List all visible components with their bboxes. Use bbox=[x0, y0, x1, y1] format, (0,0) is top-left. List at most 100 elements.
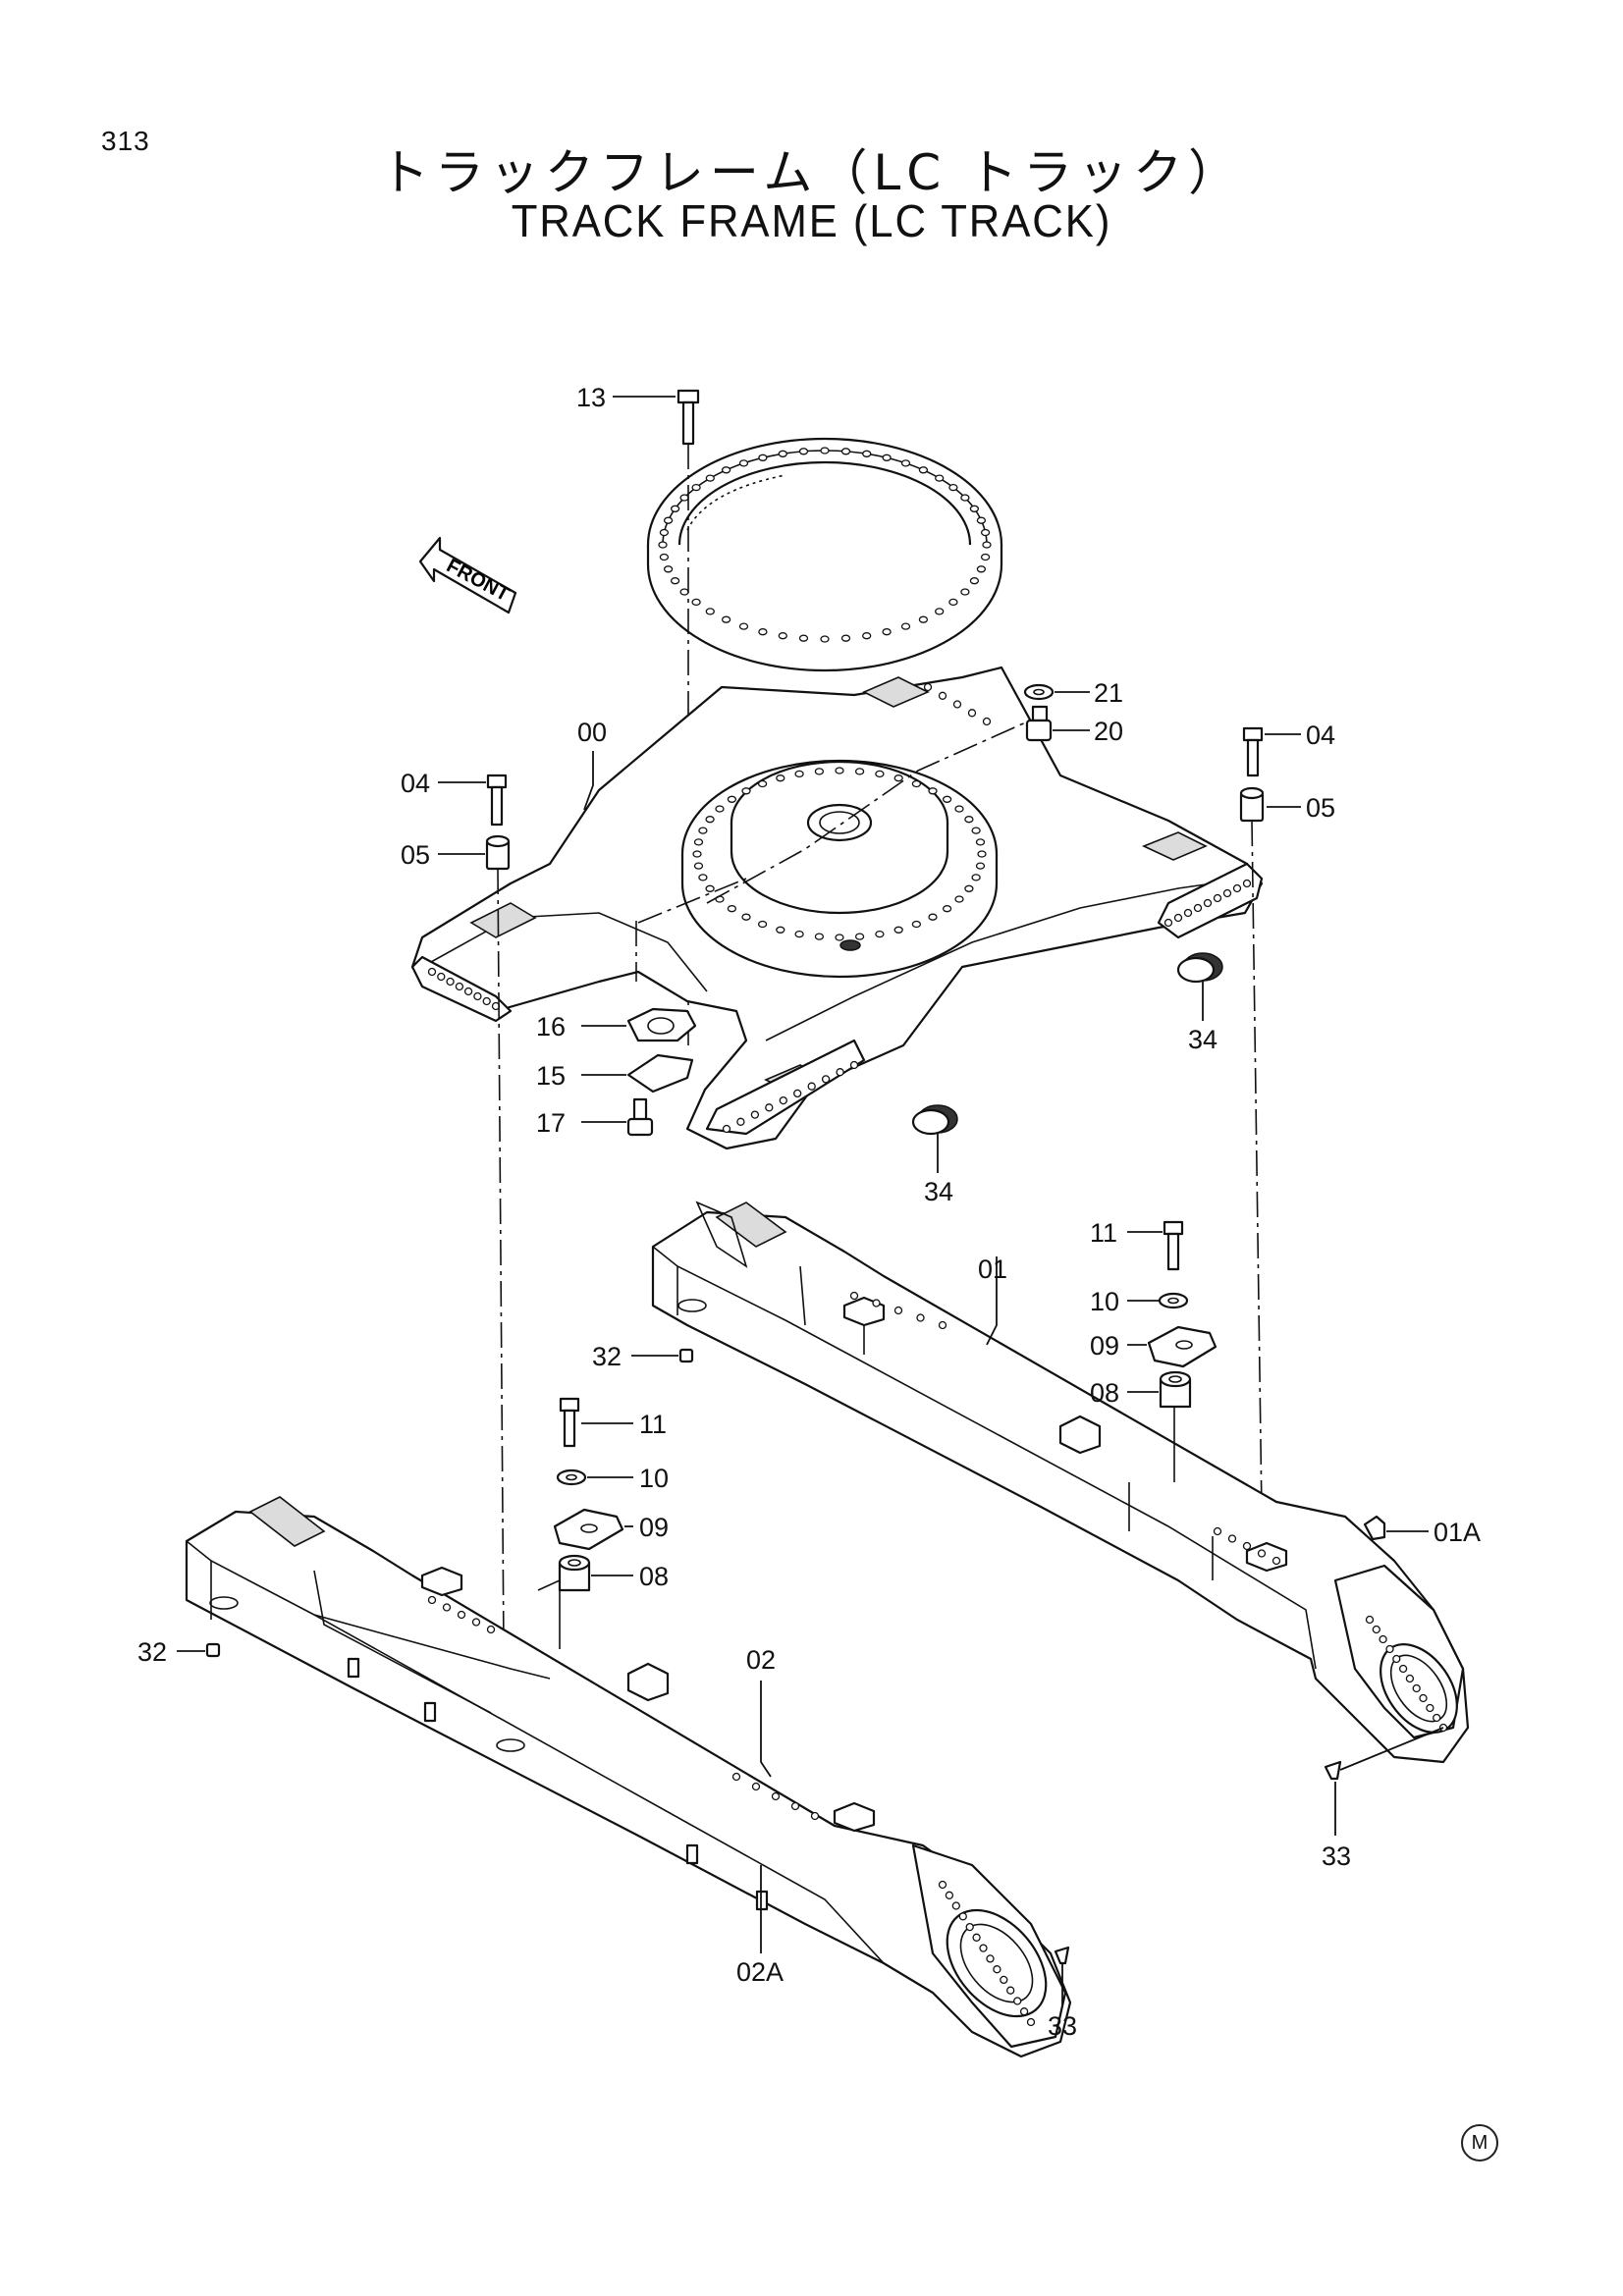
frame-hole bbox=[836, 1068, 844, 1077]
ring-bolt-hole bbox=[982, 541, 992, 549]
ring-bolt-hole bbox=[738, 622, 749, 630]
bolt-04-left bbox=[486, 774, 508, 827]
circle-bolt-hole bbox=[814, 933, 825, 940]
circle-bolt-hole bbox=[928, 787, 938, 795]
track-plate-hole bbox=[916, 1313, 925, 1322]
ring-bolt-hole bbox=[935, 608, 945, 615]
centerline-right bbox=[1251, 820, 1263, 1513]
circle-bolt-hole bbox=[954, 895, 964, 903]
title-english: TRACK FRAME (LC TRACK) bbox=[511, 195, 1112, 246]
track-plate-hole bbox=[872, 1299, 881, 1308]
ring-bolt-hole bbox=[721, 615, 731, 623]
ring-bolt-hole bbox=[882, 454, 892, 461]
circle-bolt-hole bbox=[971, 827, 981, 834]
track-plate-hole bbox=[810, 1811, 820, 1821]
front-arrow-icon: FRONT bbox=[418, 536, 517, 614]
track-plate-hole bbox=[771, 1791, 781, 1801]
circle-bolt-hole bbox=[942, 795, 952, 803]
track-plate-hole bbox=[1213, 1526, 1222, 1536]
track-roller-hole bbox=[1379, 1634, 1387, 1644]
callout-11-left: 11 bbox=[639, 1410, 667, 1439]
frame-hole bbox=[1193, 903, 1203, 913]
track-roller-hole bbox=[986, 1954, 995, 1963]
ring-bolt-hole bbox=[798, 634, 809, 642]
frame-hole bbox=[473, 991, 482, 1001]
circle-bolt-hole bbox=[928, 913, 938, 921]
track-roller-hole bbox=[972, 1933, 981, 1942]
frame-hole bbox=[1232, 883, 1242, 893]
track-plate-hole bbox=[938, 1320, 947, 1330]
washer-10-left bbox=[556, 1468, 587, 1486]
grease-fitting-32-upper bbox=[678, 1348, 694, 1363]
circle-bolt-hole bbox=[964, 816, 974, 824]
ring-bolt-hole bbox=[969, 577, 980, 585]
circle-bolt-hole bbox=[776, 774, 785, 782]
circle-bolt-hole bbox=[715, 805, 725, 813]
frame-swing-circle bbox=[680, 759, 999, 979]
frame-hole bbox=[1183, 908, 1193, 918]
circle-bolt-hole bbox=[776, 926, 785, 934]
circle-bolt-hole bbox=[975, 838, 986, 846]
circle-bolt-hole bbox=[971, 874, 981, 881]
circle-bolt-hole bbox=[954, 805, 964, 813]
ring-bolt-hole bbox=[976, 565, 987, 573]
track-plate-hole bbox=[427, 1595, 437, 1605]
frame-hole bbox=[446, 977, 455, 987]
callout-34-lower: 34 bbox=[924, 1177, 953, 1206]
ring-bolt-hole bbox=[659, 528, 670, 537]
circle-bolt-hole bbox=[741, 913, 751, 921]
callout-08-left: 08 bbox=[639, 1562, 669, 1591]
callout-20: 20 bbox=[1094, 717, 1123, 746]
frame-hole bbox=[1163, 918, 1173, 928]
callout-32-upper: 32 bbox=[592, 1342, 622, 1371]
track-roller-hole bbox=[958, 1912, 967, 1921]
track-roller-hole bbox=[1433, 1713, 1441, 1723]
track-roller-hole bbox=[945, 1891, 954, 1899]
ring-bolt-hole bbox=[960, 588, 970, 596]
track-plate-hole bbox=[1257, 1549, 1267, 1558]
track-plate-hole bbox=[893, 1306, 903, 1315]
ring-bolt-hole bbox=[705, 474, 715, 482]
track-roller-hole bbox=[1419, 1693, 1428, 1703]
callout-08-right: 08 bbox=[1090, 1378, 1119, 1408]
frame-hole bbox=[765, 1103, 774, 1112]
frame-hole bbox=[1173, 913, 1183, 923]
ring-bolt-hole bbox=[758, 454, 768, 461]
frame-hole bbox=[821, 1075, 831, 1084]
ring-bolt-hole bbox=[778, 632, 787, 640]
frame-hole bbox=[923, 682, 933, 692]
frame-hole bbox=[427, 967, 437, 977]
callout-16: 16 bbox=[536, 1012, 566, 1041]
callout-21: 21 bbox=[1094, 678, 1123, 708]
callout-34-right: 34 bbox=[1188, 1025, 1217, 1054]
circle-bolt-hole bbox=[814, 768, 825, 775]
frame-hole bbox=[1213, 893, 1222, 903]
circle-bolt-hole bbox=[757, 779, 768, 788]
frame-hole bbox=[482, 996, 491, 1006]
callout-02: 02 bbox=[746, 1645, 776, 1675]
bolt-20 bbox=[1025, 705, 1053, 742]
track-roller-hole bbox=[1372, 1625, 1380, 1634]
frame-hole bbox=[437, 972, 446, 982]
frame-bolt-holes bbox=[427, 682, 1252, 1134]
callout-04-left: 04 bbox=[401, 769, 430, 798]
circle-bolt-hole bbox=[911, 779, 922, 788]
frame-hole bbox=[938, 691, 947, 700]
leader-lines bbox=[177, 396, 1444, 2007]
ring-bolt-hole bbox=[679, 588, 689, 596]
bolt-11-left bbox=[559, 1397, 580, 1448]
track-roller-hole bbox=[1426, 1703, 1434, 1713]
frame-hole bbox=[849, 1060, 859, 1070]
circle-bolt-hole bbox=[693, 862, 704, 870]
track-plate-hole bbox=[731, 1772, 741, 1782]
track-frame-02 bbox=[185, 1496, 1072, 2058]
callout-15: 15 bbox=[536, 1061, 566, 1091]
frame-hole bbox=[750, 1110, 760, 1119]
page-number: 313 bbox=[101, 126, 150, 156]
circle-bolt-hole bbox=[893, 774, 903, 782]
bushing-05-right bbox=[1239, 786, 1265, 823]
track-roller-hole bbox=[993, 1965, 1001, 1974]
frame-hole bbox=[967, 709, 977, 718]
hidden-line-2 bbox=[637, 878, 747, 924]
